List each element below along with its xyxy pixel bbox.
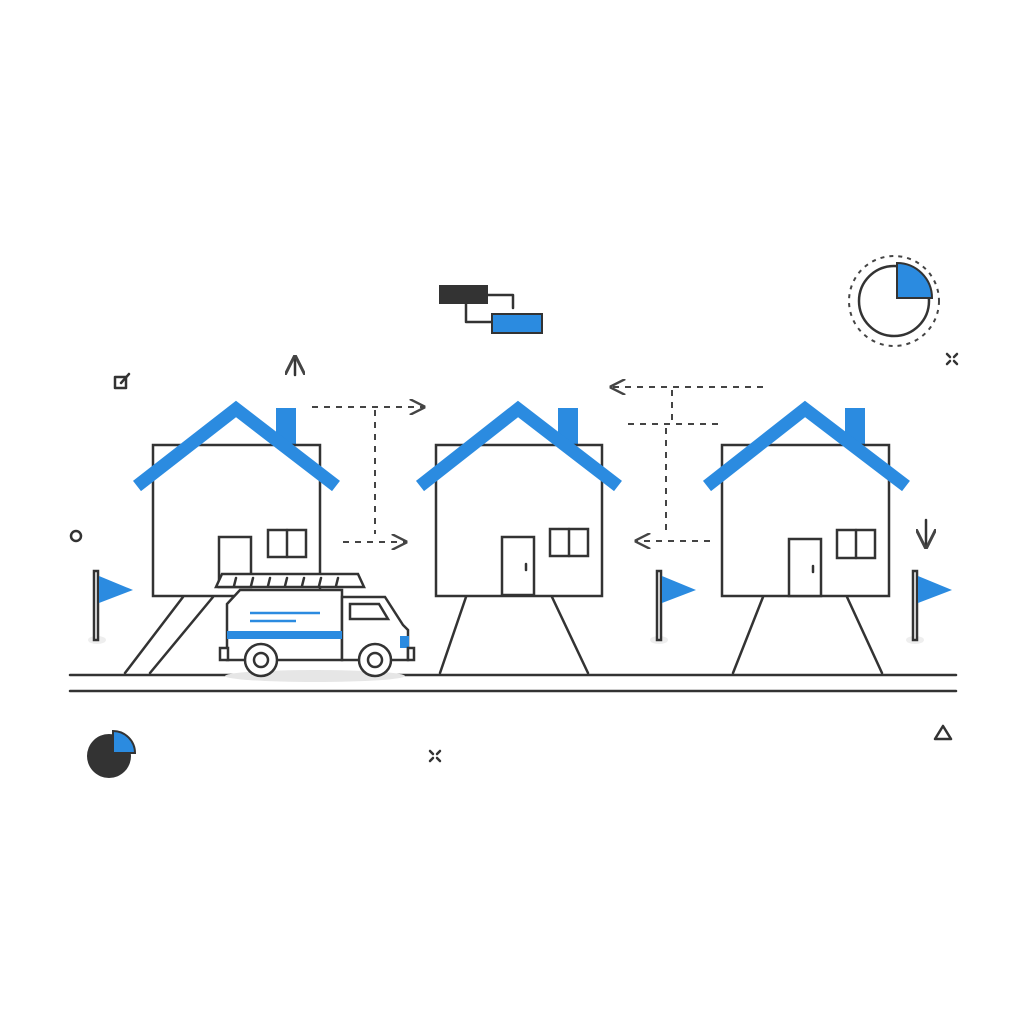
- pie-chart-icon: [848, 255, 940, 347]
- arrow-icon: [312, 407, 424, 542]
- sparkle-icon: [428, 749, 442, 763]
- road-lines: [68, 673, 958, 693]
- pie-chart-icon: [87, 729, 137, 778]
- moving-van-icon: [214, 572, 416, 682]
- sparkle-icon: [945, 352, 959, 366]
- flowchart-blocks-icon: [439, 285, 543, 334]
- edit-square-icon: [113, 372, 131, 390]
- triangle-icon: [933, 724, 953, 741]
- circle-icon: [69, 529, 83, 543]
- house-icon: [702, 400, 910, 675]
- flag-icon: [650, 569, 696, 644]
- house-icon: [123, 400, 340, 675]
- flag-icon: [88, 569, 133, 644]
- arrow-icon: [611, 387, 763, 541]
- flag-icon: [906, 569, 952, 644]
- house-icon: [415, 400, 622, 675]
